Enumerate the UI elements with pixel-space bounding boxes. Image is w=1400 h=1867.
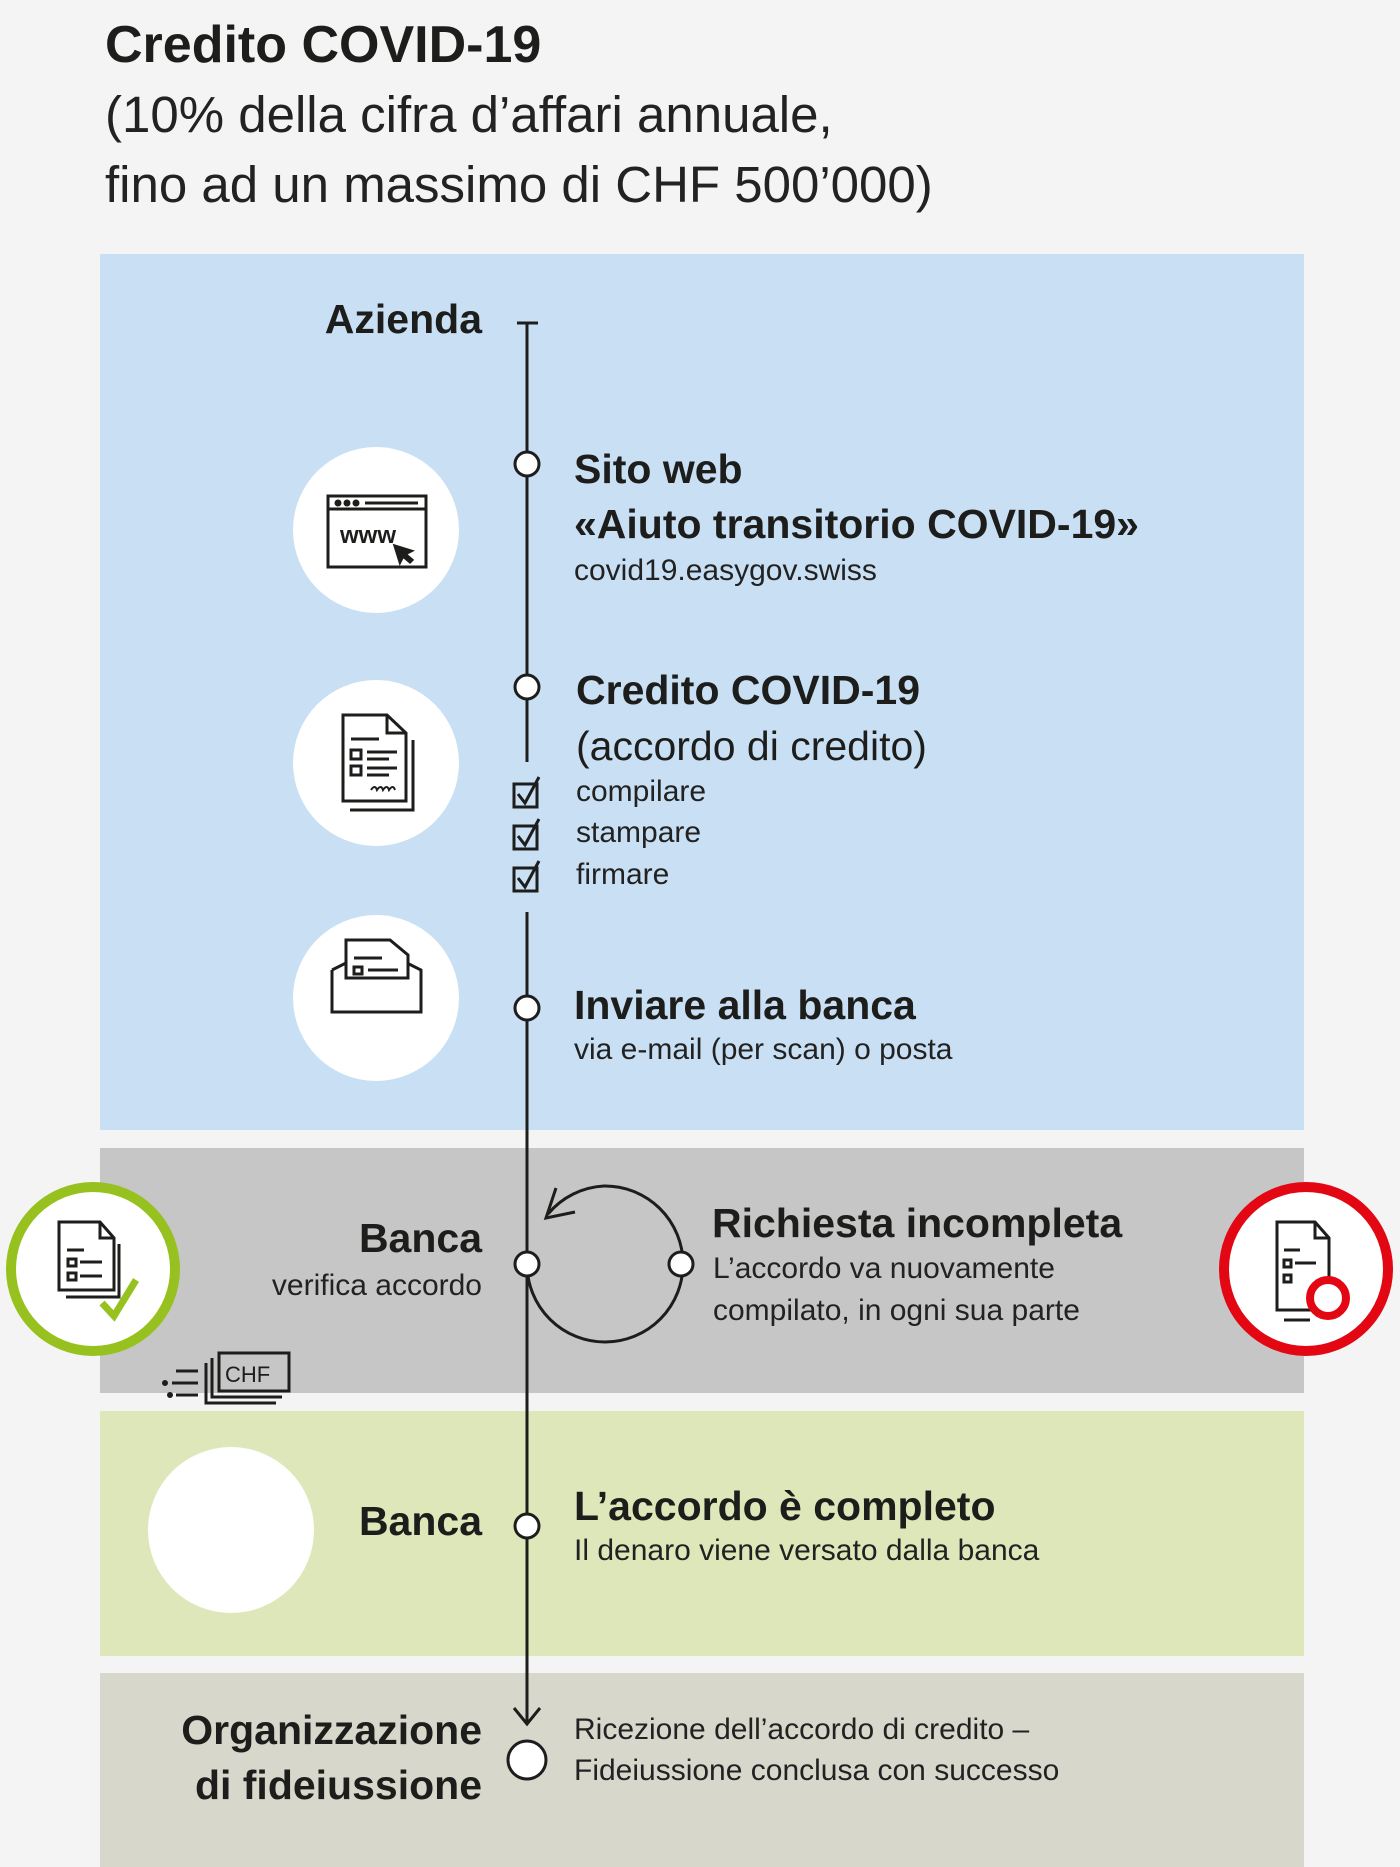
step-dot (667, 1250, 695, 1278)
document-form-icon (341, 713, 415, 812)
rejected-ring (1219, 1182, 1393, 1356)
step-credit-title2: (accordo di credito) (576, 723, 927, 769)
bank-check-detail: verifica accordo (271, 1269, 482, 1302)
step-dot (513, 1250, 541, 1278)
browser-www-icon: www (326, 494, 428, 569)
actor-bank-check: Banca (358, 1215, 482, 1261)
step-dot (513, 1512, 541, 1540)
checkbox-icons (512, 776, 541, 893)
step-send-title: Inviare alla banca (574, 982, 916, 1028)
actor-company: Azienda (324, 296, 482, 342)
checklist-item: stampare (576, 816, 702, 849)
envelope-document-icon (330, 938, 423, 1014)
actor-guarantee-line1: Organizzazione (181, 1707, 482, 1753)
incomplete-title: Richiesta incompleta (712, 1200, 1123, 1246)
bank-check-panel (100, 1148, 1304, 1393)
checkbox-checked-icon (512, 860, 541, 893)
complete-title: L’accordo è completo (574, 1483, 996, 1529)
page-subtitle-line2: fino ad un massimo di CHF 500’000) (105, 156, 933, 213)
guarantee-line2: Fideiussione conclusa con successo (574, 1754, 1060, 1787)
svg-text:CHF: CHF (225, 1362, 270, 1387)
actor-bank-pay: Banca (358, 1498, 482, 1544)
actor-guarantee-line2: di fideiussione (194, 1762, 482, 1808)
final-dot (506, 1739, 548, 1781)
approved-ring (6, 1182, 180, 1356)
guarantee-panel (100, 1673, 1304, 1867)
step-website-title: Sito web (574, 446, 743, 492)
step-credit-title: Credito COVID-19 (576, 667, 920, 713)
incomplete-line1: L’accordo va nuovamente (713, 1252, 1055, 1285)
money-chf-icon: CHF (162, 1351, 291, 1405)
step-dot (513, 450, 541, 478)
step-website-title2: «Aiuto transitorio COVID-19» (574, 501, 1139, 547)
checklist-item: firmare (576, 858, 670, 891)
page-subtitle-line1: (10% della cifra d’affari annuale, (105, 86, 833, 143)
incomplete-line2: compilato, in ogni sua parte (713, 1294, 1080, 1327)
page-title: Credito COVID-19 (105, 16, 542, 74)
step-send-detail: via e-mail (per scan) o posta (574, 1033, 953, 1066)
guarantee-line1: Ricezione dell’accordo di credito – (574, 1713, 1030, 1746)
complete-detail: Il denaro viene versato dalla banca (574, 1534, 1040, 1567)
loop-arrow-icon (525, 1184, 685, 1344)
website-link[interactable]: covid19.easygov.swiss (574, 554, 877, 587)
svg-text:www: www (339, 522, 396, 549)
step-dot (513, 673, 541, 701)
checklist-item: compilare (576, 775, 707, 808)
step-dot (513, 994, 541, 1022)
checkbox-checked-icon (512, 818, 541, 851)
checkbox-checked-icon (512, 776, 541, 809)
document-rejected-icon (1275, 1220, 1350, 1322)
document-approved-icon (57, 1220, 139, 1322)
